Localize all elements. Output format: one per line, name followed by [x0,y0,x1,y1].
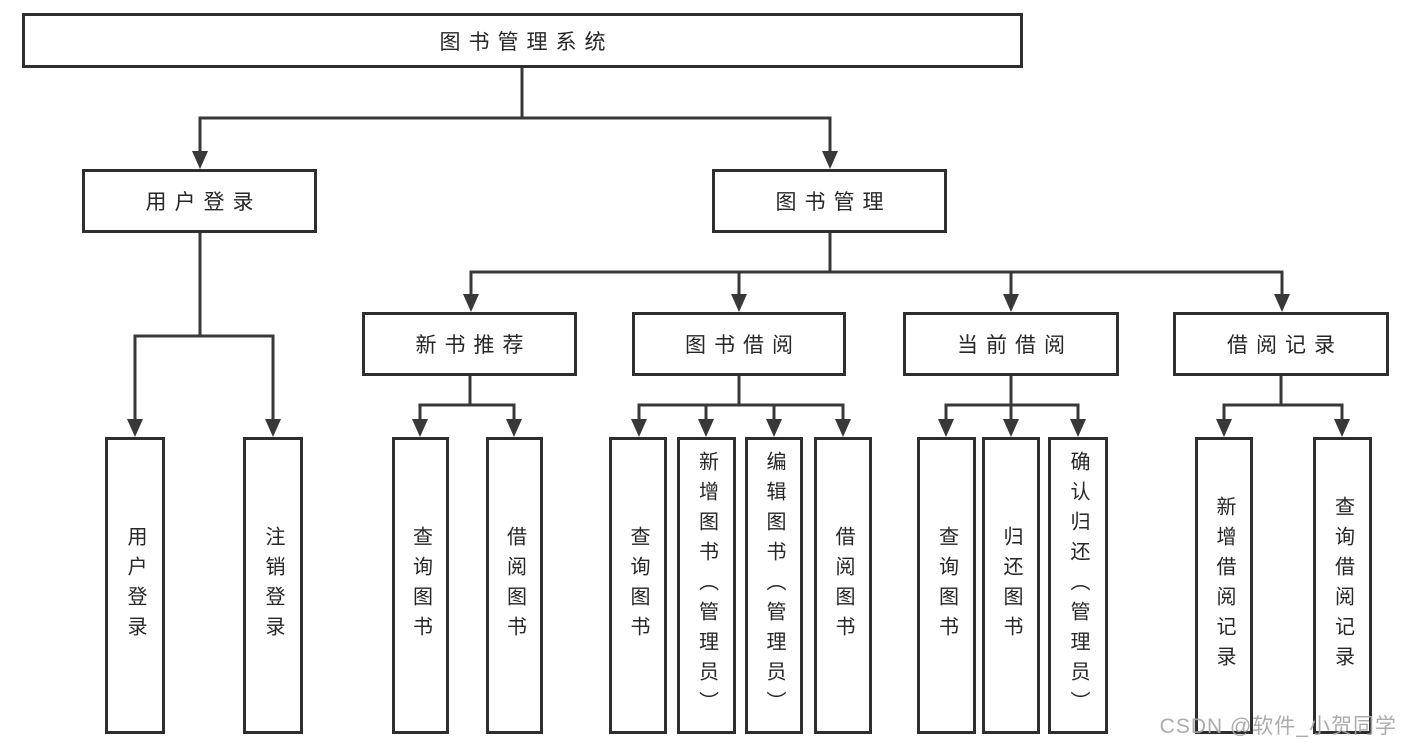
node-current-borrowing: 当前借阅 [903,312,1119,376]
watermark: CSDN @软件_小贺同学 [1159,715,1397,738]
node-nbr-borrow-books: 借阅图书 [486,437,543,734]
node-logout-leaf: 注销登录 [243,437,303,734]
node-book-borrowing: 图书借阅 [632,312,846,376]
node-user-login-leaf: 用户登录 [105,437,165,734]
node-borrowing-records: 借阅记录 [1173,312,1389,376]
node-cb-return-books: 归还图书 [982,437,1040,734]
node-book-management: 图书管理 [712,169,947,233]
connector-book-mgmt-to-groups [469,231,1284,298]
node-bb-query-books: 查询图书 [609,437,667,734]
node-br-add-record: 新增借阅记录 [1195,437,1253,734]
arrowheads [127,151,1350,437]
connector-user-login-to-children [133,231,275,422]
node-user-login: 用户登录 [82,169,317,233]
connector-root-to-branches [198,66,832,155]
node-new-book-recommend: 新书推荐 [362,312,577,376]
node-cb-confirm-return-admin: 确认归还（管理员） [1048,437,1108,734]
node-cb-query-books: 查询图书 [917,437,976,734]
node-bb-borrow-books: 借阅图书 [814,437,872,734]
node-root: 图书管理系统 [22,13,1023,68]
node-bb-edit-books-admin: 编辑图书（管理员） [745,437,803,734]
node-bb-add-books-admin: 新增图书（管理员） [677,437,736,734]
connector-group-splits [418,375,1344,422]
node-br-query-record: 查询借阅记录 [1313,437,1372,734]
node-nbr-query-books: 查询图书 [392,437,449,734]
